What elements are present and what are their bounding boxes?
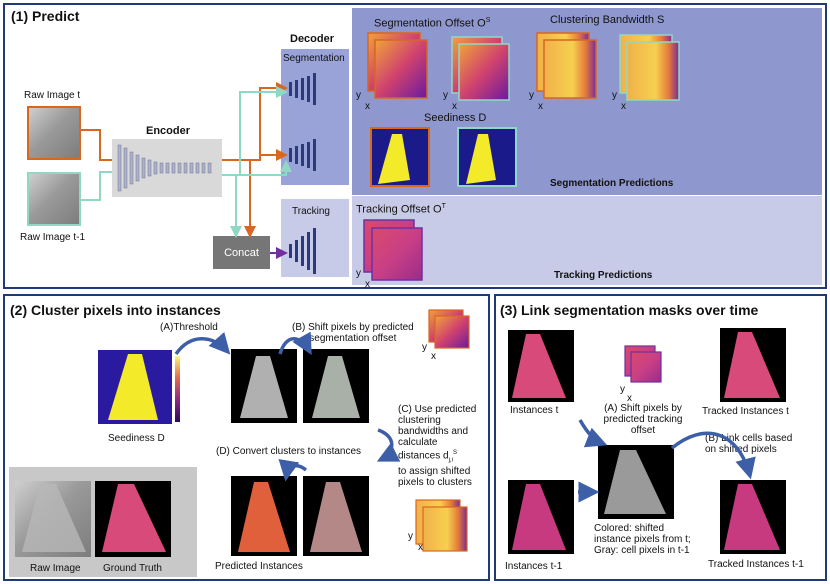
segmentation-predictions-label: Segmentation Predictions bbox=[550, 178, 674, 189]
bandwidth-stack-orange bbox=[536, 32, 597, 99]
tracking-predictions-label: Tracking Predictions bbox=[554, 270, 653, 281]
encoder-label: Encoder bbox=[146, 125, 191, 137]
seediness-title: Seediness D bbox=[424, 112, 487, 124]
segmentation-label: Segmentation bbox=[283, 53, 345, 64]
raw-cells bbox=[22, 484, 86, 552]
axis-y-label: y bbox=[356, 90, 361, 101]
tracked-instances-t-label: Tracked Instances t bbox=[702, 406, 789, 417]
tracking-label: Tracking bbox=[292, 206, 330, 217]
tracked-t-cells bbox=[724, 332, 780, 398]
tracked-instances-t1-label: Tracked Instances t-1 bbox=[708, 559, 804, 570]
axis-x-label: x bbox=[365, 101, 370, 112]
link-panel-title: (3) Link segmentation masks over time bbox=[500, 302, 759, 318]
axis-y-label: y bbox=[529, 90, 534, 101]
concat-block: Concat bbox=[213, 236, 270, 269]
seediness-colorbar bbox=[175, 356, 180, 422]
overlay-cells bbox=[604, 450, 666, 514]
axis-y-label: y bbox=[620, 384, 625, 395]
decoder-label: Decoder bbox=[290, 33, 335, 45]
axis-x-label: x bbox=[418, 542, 423, 553]
seediness-label: Seediness D bbox=[108, 433, 165, 444]
raw-image-t1 bbox=[27, 172, 81, 226]
predicted-instances-label: Predicted Instances bbox=[215, 561, 303, 572]
seediness-cells-orange bbox=[378, 134, 410, 184]
axis-x-label: x bbox=[621, 101, 626, 112]
bandwidth-stack-teal bbox=[619, 34, 680, 101]
seg-offset-title: Segmentation Offset OS bbox=[374, 17, 491, 30]
axis-y-label: y bbox=[408, 531, 413, 542]
cluster-panel-title: (2) Cluster pixels into instances bbox=[10, 302, 221, 318]
threshold-cells bbox=[240, 356, 288, 418]
seg-offset-stack-teal bbox=[451, 36, 510, 101]
threshold-label: (A)Threshold bbox=[160, 322, 218, 333]
teal-flow-arrows bbox=[81, 86, 292, 238]
encoder-layers bbox=[117, 144, 212, 192]
raw-image-label: Raw Image bbox=[30, 563, 81, 574]
decoder-layers bbox=[289, 73, 316, 274]
seg-offset-stack-orange bbox=[367, 32, 428, 99]
gt-cells bbox=[102, 484, 166, 552]
instances-t1-label: Instances t-1 bbox=[505, 561, 563, 572]
tracked-t1-cells bbox=[724, 484, 780, 550]
raw-image-t bbox=[27, 106, 81, 160]
axis-x-label: x bbox=[452, 101, 457, 112]
instances-t-label: Instances t bbox=[510, 405, 559, 416]
predict-panel-title: (1) Predict bbox=[11, 8, 80, 24]
axis-y-label: y bbox=[612, 90, 617, 101]
tracking-offset-stack bbox=[363, 219, 423, 281]
tracking-predictions-area bbox=[352, 196, 822, 285]
raw-image-t1-label: Raw Image t-1 bbox=[20, 232, 86, 243]
tracking-offset-small-stack bbox=[624, 345, 662, 383]
clustering-bandwidth-title: Clustering Bandwidth S bbox=[550, 14, 665, 26]
small-bandwidth-stack bbox=[415, 499, 468, 552]
orange-flow-arrows bbox=[81, 82, 288, 238]
use-bandwidths-label: (C) Use predicted clustering bandwidths … bbox=[398, 404, 477, 489]
axis-x-label: x bbox=[627, 393, 632, 404]
small-offset-stack-top bbox=[428, 309, 470, 349]
axis-y-label: y bbox=[422, 342, 427, 353]
seediness-cells-teal bbox=[466, 134, 496, 184]
tracking-offset-title: Tracking Offset OT bbox=[356, 203, 446, 216]
instances-t-cells bbox=[512, 334, 566, 398]
seediness-cells bbox=[108, 354, 158, 420]
cluster-flow-arrows bbox=[174, 331, 401, 482]
axis-y-label: y bbox=[356, 268, 361, 279]
axis-x-label: x bbox=[431, 351, 436, 362]
axis-x-label: x bbox=[365, 279, 370, 290]
ground-truth-label: Ground Truth bbox=[103, 563, 162, 574]
predicted-cells bbox=[238, 482, 290, 552]
axis-x-label: x bbox=[538, 101, 543, 112]
cluster-cells bbox=[310, 482, 362, 552]
convert-clusters-label: (D) Convert clusters to instances bbox=[216, 446, 362, 457]
link-flow-arrows bbox=[578, 419, 756, 503]
axis-y-label: y bbox=[443, 90, 448, 101]
shifted-cells bbox=[312, 356, 360, 418]
instances-t1-cells bbox=[512, 484, 566, 550]
raw-image-t-label: Raw Image t bbox=[24, 90, 81, 101]
